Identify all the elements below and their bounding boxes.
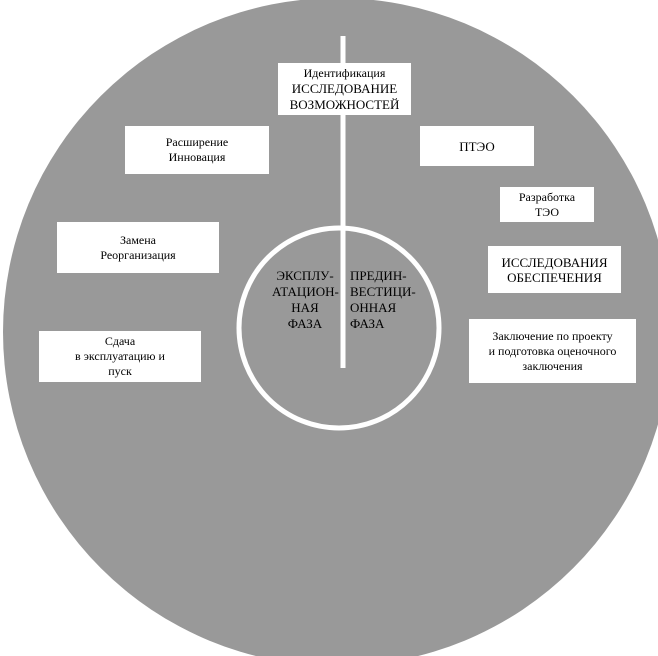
identification-label: Идентификация bbox=[303, 65, 386, 80]
replacement-box: Замена Реорганизация bbox=[57, 222, 219, 273]
identification-box: Идентификация ИССЛЕДОВАНИЕ ВОЗМОЖНОСТЕЙ bbox=[278, 63, 411, 115]
support-studies-box: ИССЛЕДОВАНИЯ ОБЕСПЕЧЕНИЯ bbox=[488, 246, 621, 293]
pteo-box: ПТЭО bbox=[420, 126, 534, 166]
pre-investment-phase-label: ПРЕДИН- ВЕСТИЦИ- ОННАЯ ФАЗА bbox=[350, 268, 416, 331]
conclusion-box: Заключение по проекту и подготовка оцено… bbox=[469, 319, 636, 383]
expansion-box: Расширение Инновация bbox=[125, 126, 269, 174]
commissioning-box: Сдача в эксплуатацию и пуск bbox=[39, 331, 201, 382]
operational-phase-label: ЭКСПЛУ- АТАЦИОН- НАЯ ФАЗА bbox=[272, 268, 339, 331]
opportunity-studies-label: ИССЛЕДОВАНИЕ ВОЗМОЖНОСТЕЙ bbox=[289, 80, 400, 112]
inner-ring bbox=[236, 225, 442, 431]
teo-development-box: Разработка ТЭО bbox=[500, 187, 594, 222]
